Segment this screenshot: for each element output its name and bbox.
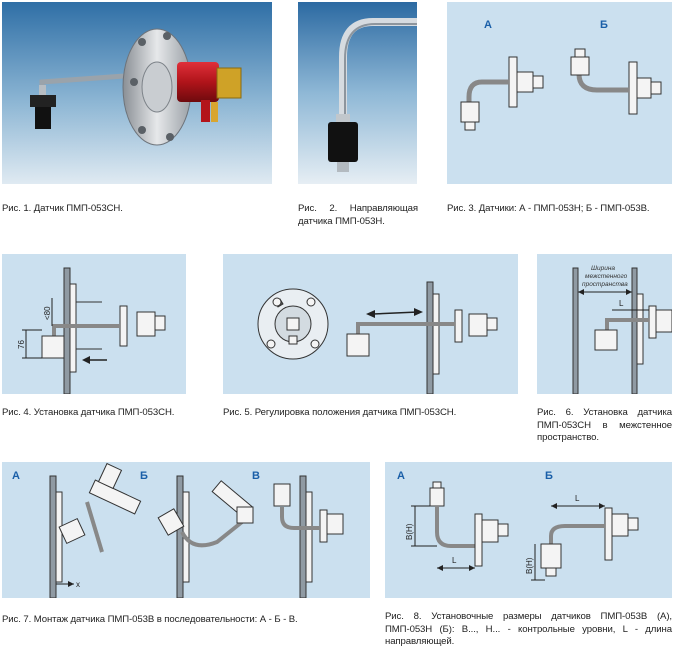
- fig8-b-bh: В(Н): [525, 557, 534, 574]
- fig4-install-diagram: 76 <80: [17, 267, 166, 394]
- fig4-dim-76: 76: [17, 340, 26, 349]
- fig7-label-v: В: [252, 470, 260, 482]
- fig7-drawing: x А Б В: [2, 462, 370, 598]
- fig6-width-line1: Ширина: [591, 265, 615, 272]
- fig5-caption: Рис. 5. Регулировка положения датчика ПМ…: [223, 407, 457, 418]
- fig4-drawing: 76 <80: [2, 254, 186, 394]
- fig4-caption: Рис. 4. Установка датчика ПМП-053СН.: [2, 407, 175, 418]
- fig8-caption: Рис. 8. Установочные размеры датчиков ПМ…: [385, 611, 672, 647]
- fig1-caption: Рис. 1. Датчик ПМП-053СН.: [2, 203, 123, 214]
- fig8-b-l: L: [575, 494, 580, 503]
- fig2-guide-illustration: [298, 2, 417, 184]
- fig7-dim-x: x: [76, 580, 80, 589]
- fig6-caption: Рис. 6. Установка датчика ПМП-053СН в ме…: [537, 407, 672, 443]
- fig7-label-a: А: [12, 470, 20, 482]
- fig7-caption: Рис. 7. Монтаж датчика ПМП-053В в послед…: [2, 614, 298, 625]
- fig8-a-l: L: [452, 556, 457, 565]
- fig7-label-b: Б: [140, 470, 148, 482]
- fig3-label-a: А: [484, 19, 492, 31]
- fig4-dim-80: <80: [43, 306, 52, 320]
- fig5-drawing: [223, 254, 518, 394]
- fig1-sensor-illustration: [2, 2, 272, 184]
- fig3-sensors-diagram: [460, 48, 662, 131]
- fig6-dim-l: L: [619, 299, 624, 308]
- fig7-mounting-diagram: x: [49, 462, 344, 598]
- fig6-interwall-diagram: Ширина межстенного пространства L: [572, 265, 672, 394]
- fig8-drawing: В(Н) L L В(Н) А Б: [385, 462, 672, 598]
- fig3-drawing: А Б: [447, 2, 672, 184]
- fig1-photo: [2, 2, 272, 184]
- fig8-label-a: А: [397, 470, 405, 482]
- fig3-caption: Рис. 3. Датчики: А - ПМП-053Н; Б - ПМП-0…: [447, 203, 650, 214]
- fig6-width-line3: пространства: [582, 281, 628, 288]
- fig3-label-b: Б: [600, 19, 608, 31]
- fig8-dimensions-diagram: В(Н) L L В(Н): [405, 481, 639, 581]
- fig8-a-bh: В(Н): [405, 523, 414, 540]
- fig6-width-line2: межстенного: [585, 273, 628, 280]
- fig6-drawing: Ширина межстенного пространства L: [537, 254, 672, 394]
- fig8-label-b: Б: [545, 470, 553, 482]
- fig5-adjust-diagram: [257, 281, 498, 394]
- fig2-caption: Рис. 2. Направляющая датчика ПМП-053Н.: [298, 203, 418, 227]
- fig2-photo: [298, 2, 417, 184]
